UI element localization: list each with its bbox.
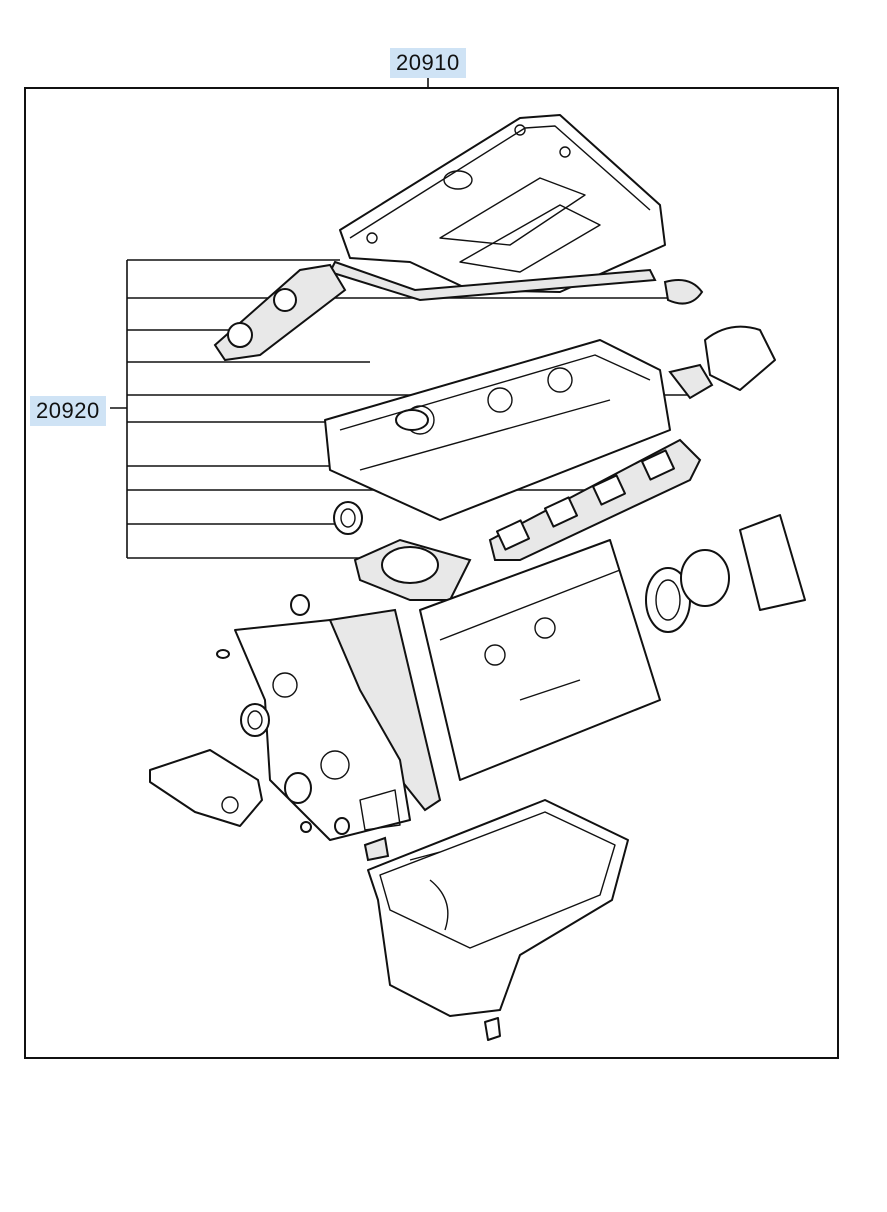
cylinder-head-cover [339,114,666,293]
thermostat-gasket [668,363,714,400]
engine-block [419,539,661,781]
thermostat-housing [704,325,776,391]
rear-oil-seal-assembly [645,514,806,633]
small-o-ring [334,817,350,835]
spark-plug-tube-seal [395,409,429,431]
oil-strainer-gasket [363,836,390,862]
oil-drain-plug [484,1017,501,1041]
oil-filter-seal [216,649,230,659]
crankshaft-front-seal [240,703,270,737]
cylinder-head-gasket [353,538,472,601]
spark-plug-seal [663,279,704,305]
drain-plug-gasket [300,821,312,833]
water-pump [149,749,263,827]
part-number-label-gasket-set[interactable]: 20920 [30,396,106,426]
balancer-shaft-seal [290,594,310,616]
exhaust-manifold-gasket [488,438,702,561]
oil-pan [367,799,629,1017]
camshaft-oil-seal [333,501,363,535]
cylinder-head [324,339,671,521]
diagram-frame [24,87,839,1059]
front-case-oil-pump [234,619,411,841]
oil-pump-seal [284,772,312,804]
part-number-label-kit[interactable]: 20910 [390,48,466,78]
